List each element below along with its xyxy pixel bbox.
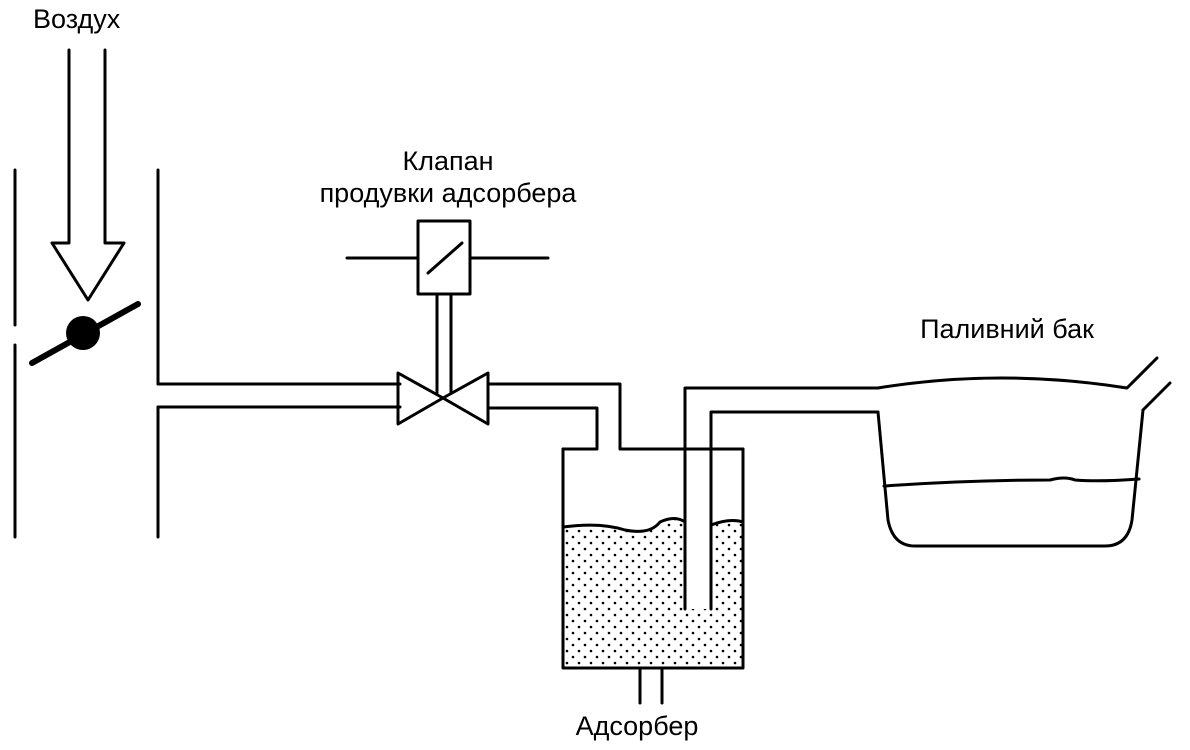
- purge-valve-label-line1: Клапан: [402, 146, 494, 176]
- adsorber-label: Адсорбер: [575, 711, 699, 741]
- air-label: Воздух: [33, 4, 121, 34]
- tank-vent-line: [683, 386, 880, 611]
- fuel-tank: [876, 356, 1172, 548]
- intake-pipe: [13, 168, 160, 539]
- purge-valve-icon: [396, 371, 490, 426]
- purge-valve-actuator: [345, 219, 550, 395]
- throttle-valve-icon: [29, 301, 141, 366]
- fuel-tank-label: Паливний бак: [920, 314, 1094, 344]
- adsorber-canister: [561, 447, 745, 705]
- purge-valve-label-line2: продувки адсорбера: [319, 178, 577, 208]
- purge-line-intake: [156, 382, 402, 409]
- purge-line-adsorber: [486, 382, 692, 451]
- air-flow-arrow: [50, 48, 126, 302]
